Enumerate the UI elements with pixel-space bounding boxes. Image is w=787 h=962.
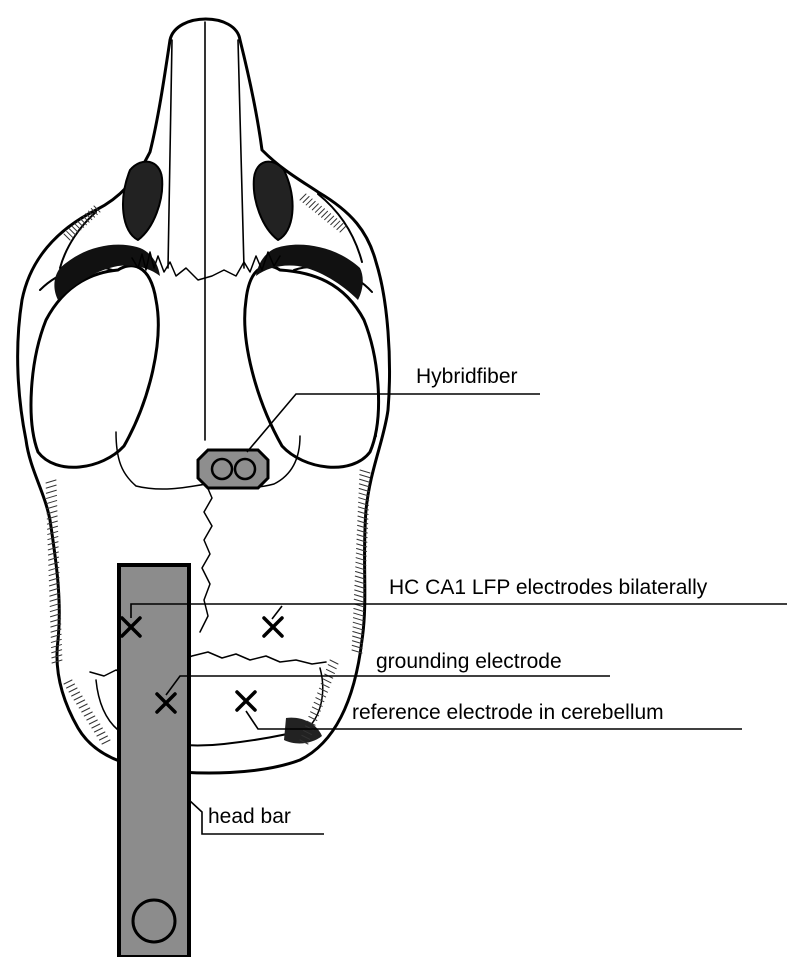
hatch-stroke (47, 495, 57, 498)
occipital-shade (284, 718, 322, 744)
hatch-stroke (325, 214, 331, 220)
hatch-stroke (360, 470, 370, 473)
hatch-stroke (353, 622, 363, 625)
hatch-stroke (328, 216, 334, 222)
hatch-stroke (72, 692, 80, 696)
hatch-stroke (64, 680, 72, 684)
hatch-stroke (318, 209, 324, 215)
sagittal-suture (200, 484, 212, 632)
hatch-stroke (359, 484, 369, 487)
nasal-bones (168, 40, 244, 268)
hatch-stroke (49, 557, 59, 560)
hatch-stroke (46, 480, 56, 483)
hatch-stroke (315, 206, 321, 212)
hatch-stroke (46, 485, 56, 488)
hatch-stroke (354, 599, 364, 602)
fiber-left (212, 459, 232, 479)
hatch-stroke (87, 716, 95, 720)
hatch-stroke (94, 728, 102, 732)
hatch-stroke (89, 720, 97, 724)
grounding-leader (166, 676, 610, 695)
hatch-stroke (46, 490, 56, 493)
right-nasal-cavity (254, 162, 293, 240)
hatch-stroke (306, 199, 312, 205)
hatch-stroke (355, 590, 365, 593)
hatch-stroke (303, 196, 309, 202)
hc-ca1-leader-left (131, 604, 787, 618)
hybridfiber-label: Hybridfiber (416, 366, 518, 387)
hatch-stroke (72, 226, 78, 232)
hatch-stroke (331, 219, 337, 225)
hatch-stroke (74, 696, 82, 700)
hatch-stroke (353, 627, 363, 630)
fiber-right (235, 459, 255, 479)
hatch-stroke (330, 660, 338, 664)
hatch-stroke (360, 479, 370, 482)
hatch-stroke (312, 204, 318, 210)
hc-ca1-electrodes-label: HC CA1 LFP electrodes bilaterally (389, 577, 707, 598)
hatch-stroke (97, 732, 105, 736)
grounding-electrode-label: grounding electrode (376, 651, 562, 672)
hatch-stroke (326, 669, 334, 673)
hatch-stroke (354, 608, 364, 611)
hatch-stroke (328, 665, 336, 669)
hc-ca1-electrode-right-cross (264, 618, 282, 636)
hatch-stroke (334, 221, 340, 227)
hatch-stroke (79, 704, 87, 708)
hybridfiber-implant (198, 450, 268, 488)
hatch-stroke (47, 506, 57, 509)
hatch-stroke (69, 688, 77, 692)
hatch-stroke (300, 194, 306, 200)
hatch-stroke (47, 501, 57, 504)
hatch-stroke (84, 712, 92, 716)
hatch-stroke (92, 724, 100, 728)
hatch-stroke (309, 201, 315, 207)
hatch-stroke (102, 740, 110, 744)
left-nasal-cavity (123, 162, 162, 240)
hatch-stroke (354, 613, 364, 616)
hatch-stroke (323, 679, 331, 683)
hatch-stroke (354, 595, 364, 598)
hatch-stroke (75, 224, 81, 230)
hatch-stroke (67, 684, 75, 688)
reference-electrode-cross (237, 692, 255, 710)
hatch-stroke (69, 229, 75, 235)
hatch-stroke (360, 475, 370, 478)
left-orbit (31, 266, 158, 468)
hatch-stroke (77, 700, 85, 704)
hatch-stroke (322, 211, 328, 217)
hatch-stroke (67, 231, 73, 237)
hatch-stroke (64, 234, 70, 240)
reference-electrode-label: reference electrode in cerebellum (352, 702, 664, 723)
hatch-stroke (82, 708, 90, 712)
hatch-stroke (99, 736, 107, 740)
hatch-stroke (353, 632, 363, 635)
head-bar-label: head bar (208, 806, 291, 827)
skull-drawing (18, 19, 390, 773)
hatch-stroke (340, 226, 346, 232)
hatch-stroke (353, 618, 363, 621)
hatch-stroke (337, 224, 343, 230)
